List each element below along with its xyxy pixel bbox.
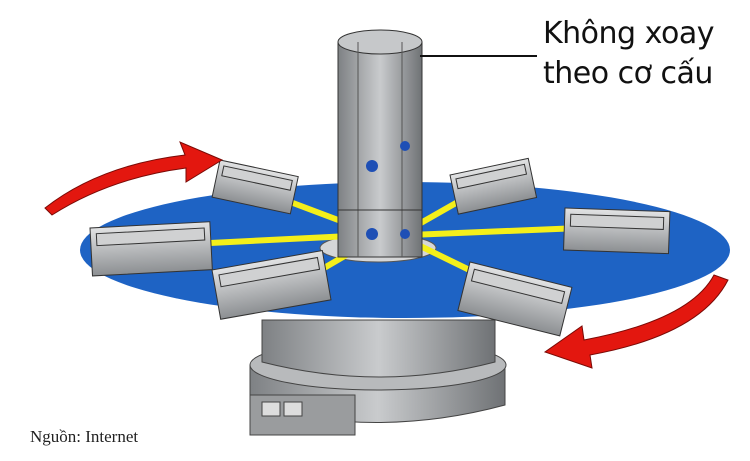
gripper: [211, 159, 299, 215]
gripper: [457, 261, 573, 337]
rotation-arrow-icon: [44, 141, 729, 369]
callout-label: Không xoay theo cơ cấu: [543, 16, 714, 91]
base-cylinder: [249, 319, 507, 436]
gripper: [563, 207, 671, 255]
gripper: [89, 221, 213, 277]
source-caption: Nguồn: Internet: [30, 427, 139, 446]
gripper: [449, 157, 538, 215]
gripper: [211, 249, 332, 320]
grippers: [89, 157, 671, 337]
central-column: [337, 29, 423, 258]
